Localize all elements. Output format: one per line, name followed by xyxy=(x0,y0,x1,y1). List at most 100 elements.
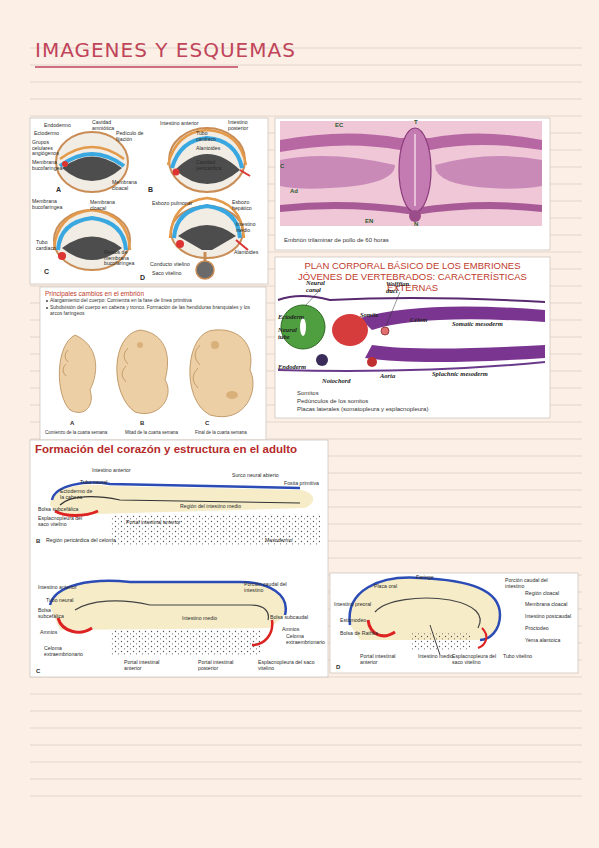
art-line xyxy=(30,762,582,763)
art-g xyxy=(168,128,250,192)
panel-heading: Embrión trilaminar de pollo de 60 horas xyxy=(284,237,534,244)
art-path xyxy=(365,345,545,362)
part-label: Esbozo pulmonar xyxy=(152,201,192,207)
art-path xyxy=(54,210,130,250)
part-label: Mitad de la cuarta semana xyxy=(125,431,178,436)
part-label: Fosita primitiva xyxy=(284,481,319,487)
part-label: Membrana bucofaríngea xyxy=(32,160,64,171)
art-circle xyxy=(46,307,48,309)
part-label: Portal intestinal anterior xyxy=(126,520,181,526)
part-label: Cavidad pericárdica xyxy=(196,160,226,171)
part-label: Esplacnopleura del saco vitelino xyxy=(38,516,88,527)
art-circle xyxy=(316,354,328,366)
art-line xyxy=(30,65,582,66)
figure-letter: B xyxy=(148,186,153,194)
art-ellipse xyxy=(300,318,306,336)
art-circle xyxy=(173,169,180,176)
part-label: Pedículo de fijación xyxy=(116,131,144,142)
art-path xyxy=(122,348,128,382)
part-label: Porción caudal del intestino xyxy=(505,578,560,589)
art-line xyxy=(30,728,582,729)
art-path xyxy=(60,147,124,159)
figure-letter: B xyxy=(36,538,40,545)
part-label: Esplacnopleura del saco vitelino xyxy=(258,660,318,671)
part-label: Bolsa subcefálica xyxy=(38,507,78,513)
art-line xyxy=(30,745,582,746)
art-circle xyxy=(409,210,421,222)
figure-letter: C xyxy=(280,163,284,170)
art-path xyxy=(174,206,240,238)
part-label: Bolsa de Rathke xyxy=(340,631,378,637)
art-path xyxy=(280,156,395,189)
part-label: Intestino preoral xyxy=(334,602,371,608)
art-path xyxy=(236,240,248,250)
part-label: Portal intestinal posterior xyxy=(198,660,238,671)
art-rect xyxy=(40,287,266,440)
part-label: Membrana bucofaríngea xyxy=(32,199,64,210)
part-label: Grupos celulares angiógenos xyxy=(32,140,62,157)
figure-letter: C xyxy=(205,420,209,427)
art-circle xyxy=(211,341,219,349)
art-circle xyxy=(176,240,184,248)
part-label: Cavidad amniótica xyxy=(92,120,118,131)
art-path xyxy=(193,345,200,388)
part-label: Surco neural abierto xyxy=(232,473,279,479)
art-rect xyxy=(275,118,550,250)
figure-letter: A xyxy=(70,420,74,427)
figure-letter: D xyxy=(336,664,340,671)
part-label: Yema alantoica xyxy=(525,638,560,644)
figure-panel: Formación del corazón y estructura en el… xyxy=(30,440,328,677)
part-label: Intestino medio xyxy=(418,654,453,660)
figure-letter: T xyxy=(414,119,418,126)
part-label: Membrana cloacal xyxy=(90,200,118,211)
part-label: Intestino anterior xyxy=(92,468,131,474)
figure-letter: N xyxy=(414,221,418,228)
figure-letter: C xyxy=(44,268,49,276)
art-path xyxy=(117,330,168,414)
art-path xyxy=(59,335,95,412)
part-label: Región pericárdica del celoma xyxy=(46,538,116,544)
art-line xyxy=(30,82,582,83)
art-circle xyxy=(137,342,143,348)
figure-letter: EC xyxy=(335,122,343,129)
part-label: Esbozo hepático xyxy=(232,200,264,211)
art-path xyxy=(58,618,92,632)
part-label: Portal intestinal anterior xyxy=(360,654,400,665)
panel-heading: Principales cambios en el embrión xyxy=(45,290,260,297)
figure-letter: C xyxy=(36,668,40,675)
part-label: Bolsa subcaudal xyxy=(270,615,308,621)
art-circle xyxy=(46,300,48,302)
art-ellipse xyxy=(399,128,431,212)
art-path xyxy=(375,598,480,628)
part-label: Splachnic mesoderm xyxy=(432,370,488,377)
part-label: Intestino postcaudal xyxy=(525,614,571,620)
part-label: Amnios xyxy=(40,630,57,636)
part-label: Ectodermo de la cabeza xyxy=(60,489,96,500)
text-panel: Principales cambios en el embriónAlargam… xyxy=(40,287,266,440)
part-label: Restos de membrana bucofaríngea xyxy=(104,250,144,267)
part-label: Faringe xyxy=(416,575,434,581)
part-label: Celom xyxy=(410,316,427,323)
part-label: Ectoderm xyxy=(278,313,304,320)
art-rect xyxy=(275,257,550,418)
part-label: Proctodeo xyxy=(525,626,549,632)
figure-letter: Ad xyxy=(290,188,298,195)
part-label: Membrana cloacal xyxy=(112,180,140,191)
part-label: Saco vitelino xyxy=(152,271,181,277)
part-label: Tubo cardíaco xyxy=(196,131,220,142)
part-label: Celoma extraembrionario xyxy=(286,634,322,645)
part-label: Tubo neural xyxy=(46,598,74,604)
art-circle xyxy=(196,261,214,279)
part-label: Estomodeo xyxy=(340,618,366,624)
part-label: Esplacnopleura del saco vitelino xyxy=(452,654,497,665)
art-path xyxy=(478,628,486,648)
part-label: Bolsa subcefálica xyxy=(38,608,64,619)
art-circle xyxy=(62,161,68,167)
part-label: Somite xyxy=(360,311,378,318)
art-path xyxy=(35,66,238,68)
art-ellipse xyxy=(171,206,243,258)
part-label: Alantoides xyxy=(196,146,220,152)
figure-letter: EN xyxy=(365,218,373,225)
art-rect xyxy=(280,121,542,226)
